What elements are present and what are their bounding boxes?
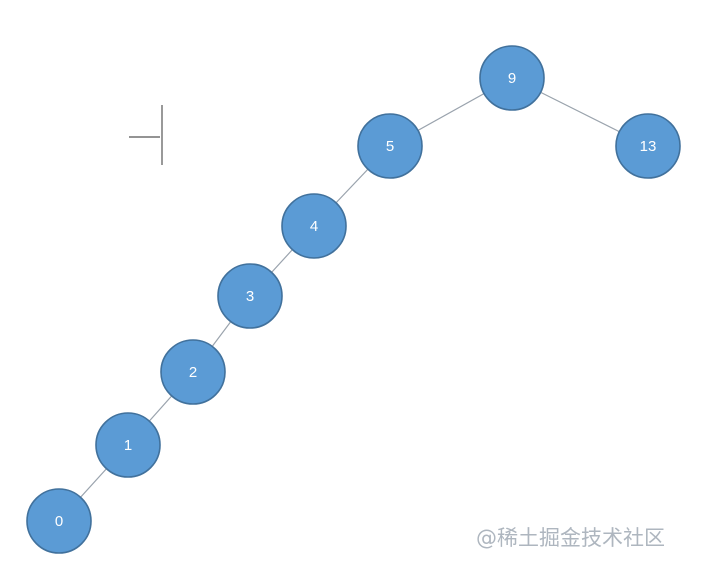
node-circle [479,45,545,111]
tree-node-13: 13 [615,113,681,179]
node-circle [357,113,423,179]
tree-node-5: 5 [357,113,423,179]
node-circle [95,412,161,478]
node-label: 9 [508,70,516,87]
node-label: 3 [246,288,254,305]
watermark-text: @稀土掘金技术社区 [476,526,665,550]
node-label: 5 [386,138,394,155]
tree-node-4: 4 [281,193,347,259]
node-label: 0 [55,513,63,530]
node-label: 1 [124,437,132,454]
tree-node-9: 9 [479,45,545,111]
tree-node-0: 0 [26,488,92,554]
text-cursor-mark [129,105,163,165]
node-circle [615,113,681,179]
node-circle [160,339,226,405]
tree-node-1: 1 [95,412,161,478]
node-circle [217,263,283,329]
node-circle [26,488,92,554]
node-circle [281,193,347,259]
nodes-layer: 9 5 13 4 3 2 1 0 [26,45,681,554]
node-label: 13 [640,138,657,155]
tree-node-2: 2 [160,339,226,405]
node-label: 2 [189,364,197,381]
node-label: 4 [310,218,318,235]
tree-node-3: 3 [217,263,283,329]
